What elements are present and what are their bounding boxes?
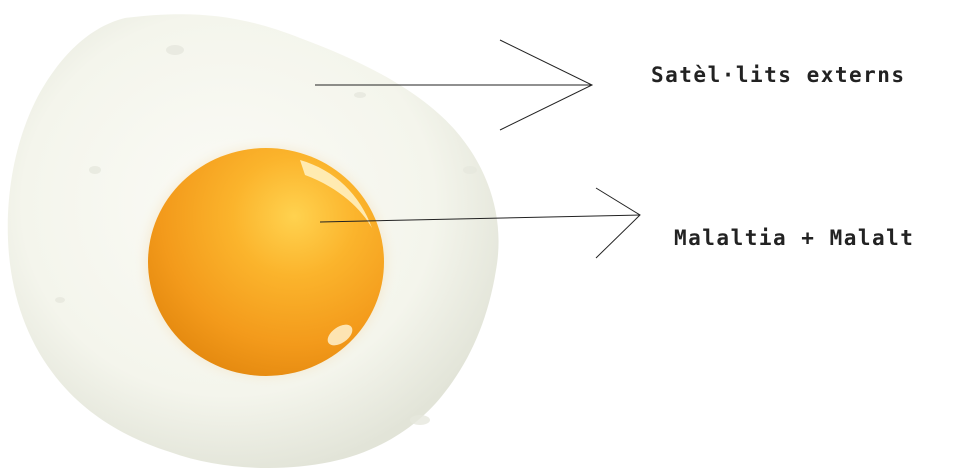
- label-outer-satellites: Satèl·lits externs: [651, 63, 906, 87]
- yolk: [148, 148, 384, 376]
- egg-white-bubbles: [55, 45, 477, 425]
- leader-line-inner: [319, 214, 641, 223]
- arrowhead-outer: [499, 39, 594, 131]
- yolk-shine: [327, 324, 353, 346]
- yolk-highlight: [300, 160, 372, 228]
- arrowhead-inner: [595, 187, 641, 259]
- label-illness-patient: Malaltia + Malalt: [674, 226, 915, 250]
